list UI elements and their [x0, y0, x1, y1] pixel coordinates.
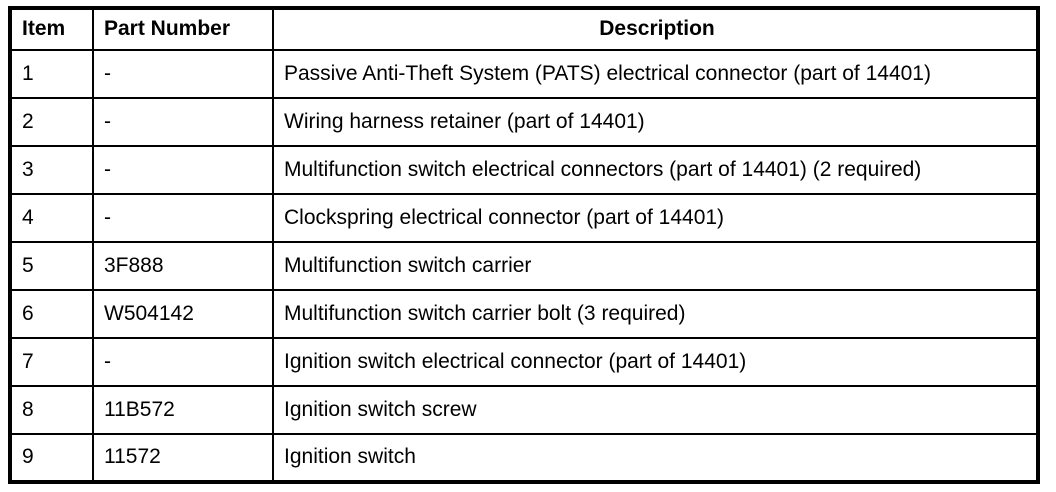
description-cell: Wiring harness retainer (part of 14401)	[272, 97, 1039, 147]
part-number-cell: -	[92, 145, 274, 195]
item-cell: 6	[9, 289, 94, 339]
part-number-cell: -	[92, 193, 274, 243]
description-cell: Ignition switch electrical connector (pa…	[272, 337, 1039, 387]
part-number-cell: -	[92, 49, 274, 99]
item-cell: 3	[9, 145, 94, 195]
table-row: 9 11572 Ignition switch	[9, 433, 1039, 483]
parts-table-body: 1 - Passive Anti-Theft System (PATS) ele…	[9, 49, 1039, 483]
description-cell: Passive Anti-Theft System (PATS) electri…	[272, 49, 1039, 99]
parts-table-header: Item Part Number Description	[9, 7, 1039, 51]
part-number-cell: -	[92, 337, 274, 387]
description-cell: Ignition switch screw	[272, 385, 1039, 435]
table-row: 5 3F888 Multifunction switch carrier	[9, 241, 1039, 291]
table-row: 8 11B572 Ignition switch screw	[9, 385, 1039, 435]
table-row: 1 - Passive Anti-Theft System (PATS) ele…	[9, 49, 1039, 99]
part-number-cell: 11B572	[92, 385, 274, 435]
header-description: Description	[272, 7, 1039, 51]
table-row: 3 - Multifunction switch electrical conn…	[9, 145, 1039, 195]
item-cell: 5	[9, 241, 94, 291]
table-row: 4 - Clockspring electrical connector (pa…	[9, 193, 1039, 243]
header-row: Item Part Number Description	[9, 7, 1039, 51]
description-cell: Multifunction switch electrical connecto…	[272, 145, 1039, 195]
item-cell: 2	[9, 97, 94, 147]
parts-table: Item Part Number Description 1 - Passive…	[8, 6, 1040, 484]
part-number-cell: 11572	[92, 433, 274, 483]
part-number-cell: -	[92, 97, 274, 147]
description-cell: Ignition switch	[272, 433, 1039, 483]
part-number-cell: 3F888	[92, 241, 274, 291]
item-cell: 4	[9, 193, 94, 243]
item-cell: 7	[9, 337, 94, 387]
description-cell: Multifunction switch carrier	[272, 241, 1039, 291]
description-cell: Multifunction switch carrier bolt (3 req…	[272, 289, 1039, 339]
item-cell: 9	[9, 433, 94, 483]
header-part-number: Part Number	[92, 7, 274, 51]
header-item: Item	[9, 7, 94, 51]
item-cell: 1	[9, 49, 94, 99]
table-row: 2 - Wiring harness retainer (part of 144…	[9, 97, 1039, 147]
item-cell: 8	[9, 385, 94, 435]
description-cell: Clockspring electrical connector (part o…	[272, 193, 1039, 243]
table-row: 6 W504142 Multifunction switch carrier b…	[9, 289, 1039, 339]
table-row: 7 - Ignition switch electrical connector…	[9, 337, 1039, 387]
part-number-cell: W504142	[92, 289, 274, 339]
